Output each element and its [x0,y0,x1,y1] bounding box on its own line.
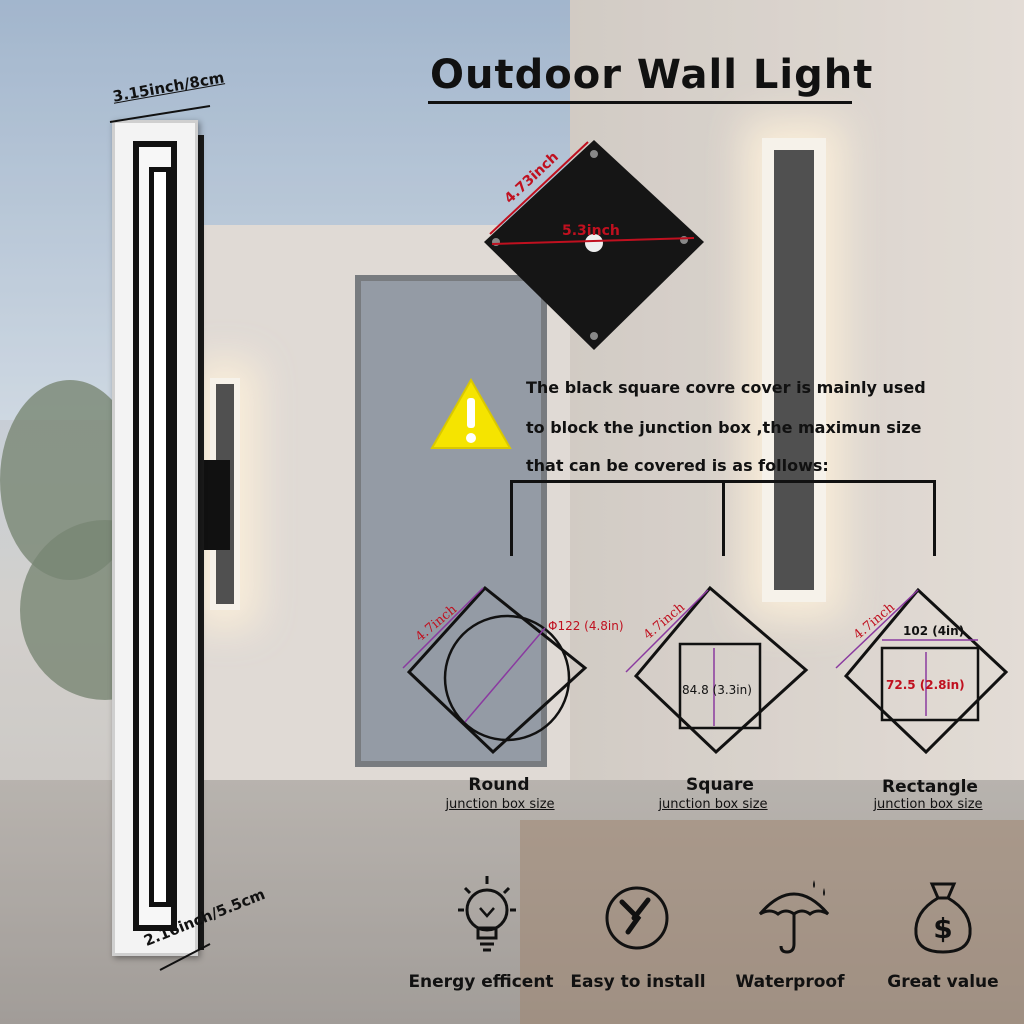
umbrella-icon [758,880,830,954]
square-measure-label: 84.8 (3.3in) [682,683,752,697]
feature-energy-label: Energy efficent [408,972,554,992]
rectangle-title: Rectangle [882,777,978,797]
page-title: Outdoor Wall Light [430,52,874,98]
bottom-depth-line [159,943,211,971]
wrench-icon [605,886,669,950]
mounting-plate [484,140,704,350]
bracket-left-leg [510,480,513,556]
round-subtitle: junction box size [445,797,555,812]
top-width-line [109,105,211,123]
lightbulb-icon [458,876,516,952]
rectangle-subtitle: junction box size [873,797,983,812]
note-line-3: that can be covered is as follows: [526,456,829,475]
warning-icon [430,378,512,449]
round-measure-label: Φ122 (4.8in) [548,619,624,633]
bracket-right-leg [933,480,936,556]
rectangle-junction-diagram [835,587,1009,755]
product-lamp [112,120,230,960]
wall-light-large [762,138,826,602]
feature-waterproof-label: Waterproof [735,972,845,992]
feature-value-label: Great value [887,972,999,992]
feature-install-label: Easy to install [570,972,706,992]
title-underline [428,101,852,104]
lamp-bracket [204,460,230,550]
square-junction-diagram [625,585,809,755]
svg-text:$: $ [933,912,952,945]
round-title: Round [468,775,530,795]
lamp-body [112,120,198,956]
square-title: Square [686,775,754,795]
lamp-inner-frame [133,141,177,931]
rectangle-width-label: 102 (4in) [903,624,965,638]
square-subtitle: junction box size [658,797,768,812]
building-window [355,275,547,767]
money-bag-icon: $ [914,882,972,954]
round-junction-diagram [402,585,588,755]
patio-table [520,820,1024,1024]
note-line-1: The black square covre cover is mainly u… [526,378,926,397]
bracket-mid-leg [722,480,725,556]
rectangle-height-label: 72.5 (2.8in) [886,678,965,692]
note-line-2: to block the junction box ,the maximun s… [526,418,922,437]
plate-diagonal-label: 5.3inch [562,223,620,239]
lamp-light-slot [149,167,171,907]
